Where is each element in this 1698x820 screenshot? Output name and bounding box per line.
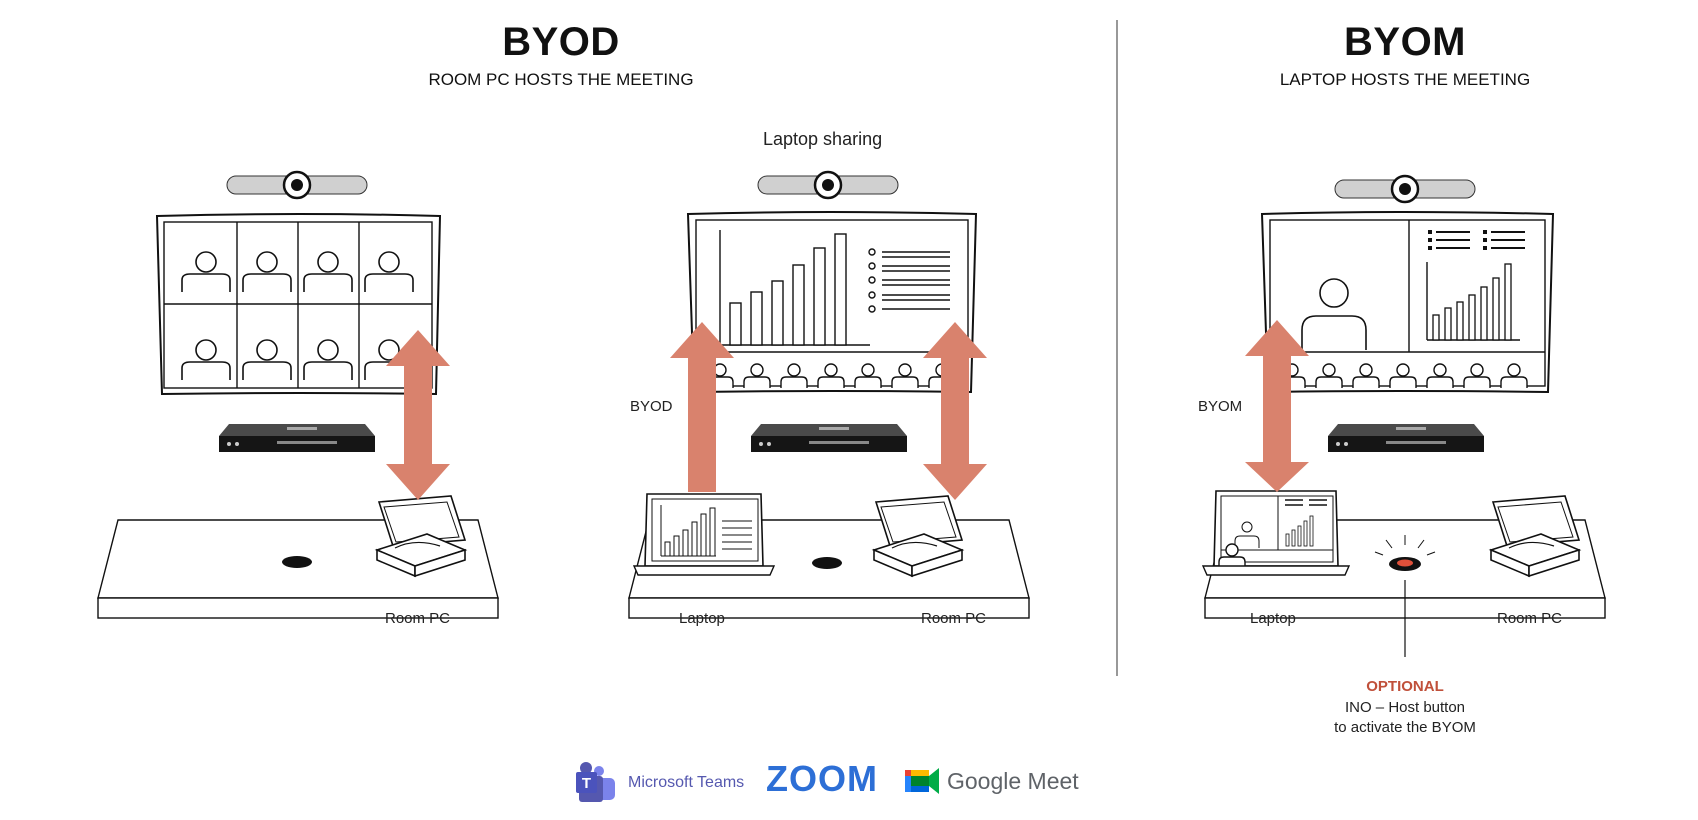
ino-hub-device (751, 424, 907, 452)
list-icon (868, 248, 950, 313)
bar-chart-icon (1426, 230, 1525, 341)
ino-hub-device (219, 424, 375, 452)
google-meet-logo-icon (905, 768, 939, 794)
double-arrow (923, 322, 987, 500)
presenter-icon (1301, 278, 1367, 350)
camera-icon (756, 170, 900, 200)
room-pc-label: Room PC (921, 610, 987, 627)
camera-icon (225, 170, 369, 200)
byod-room-pc-scene (97, 170, 499, 619)
laptop-icon (632, 493, 776, 576)
laptop-icon (1201, 490, 1351, 576)
zoom-logo-text: ZOOM (766, 758, 878, 799)
microphone-puck (812, 557, 842, 569)
laptop-sharing-label: Laptop sharing (763, 129, 883, 149)
teams-logo-icon: T (576, 762, 615, 802)
up-arrow (670, 322, 734, 492)
bar-chart-icon (719, 230, 870, 346)
touch-panel-icon (1490, 495, 1580, 577)
optional-heading: OPTIONAL (1366, 678, 1444, 695)
byod-title: BYOD (502, 20, 620, 64)
teams-logo-text: Microsoft Teams (628, 774, 745, 791)
google-meet-logo-text: Google Meet (947, 768, 1079, 794)
byod-laptop-sharing-scene (628, 170, 1030, 619)
camera-icon (1333, 174, 1477, 204)
laptop-label: Laptop (1250, 610, 1296, 627)
laptop-label: Laptop (679, 610, 725, 627)
touch-panel-icon (376, 495, 466, 577)
byod-arrow-label: BYOD (630, 398, 673, 415)
byom-title: BYOM (1344, 20, 1466, 64)
optional-note-line2: to activate the BYOM (1334, 719, 1476, 736)
byod-subtitle: ROOM PC HOSTS THE MEETING (428, 70, 694, 89)
microphone-puck (282, 556, 312, 568)
room-pc-label: Room PC (1497, 610, 1563, 627)
double-arrow (1245, 320, 1309, 492)
byom-subtitle: LAPTOP HOSTS THE MEETING (1279, 70, 1531, 89)
double-arrow (386, 330, 450, 500)
room-pc-label: Room PC (385, 610, 451, 627)
host-button-icon (1374, 535, 1436, 657)
touch-panel-icon (873, 495, 963, 577)
optional-note-line1: INO – Host button (1344, 699, 1466, 716)
byom-arrow-label: BYOM (1198, 398, 1243, 415)
byom-scene (1201, 174, 1606, 657)
svg-text:T: T (582, 775, 591, 792)
ino-hub-device (1328, 424, 1484, 452)
